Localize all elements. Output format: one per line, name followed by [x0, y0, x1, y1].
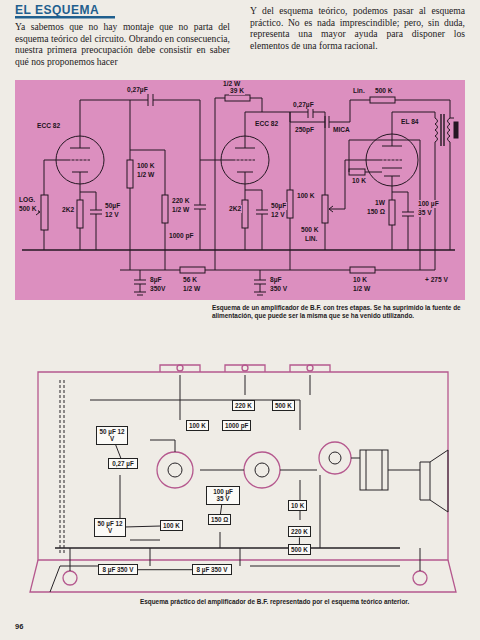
component-box: 220 K	[288, 526, 311, 537]
component-box: 500 K	[272, 400, 295, 411]
component-value: 1/2 W	[136, 171, 155, 179]
component-value: 0,27 µF	[111, 460, 135, 467]
component-value: 0,27µF	[292, 101, 315, 109]
page-heading: EL ESQUEMA	[15, 3, 99, 17]
component-value: 500 K	[300, 226, 320, 234]
component-box: 10 K	[288, 500, 307, 511]
component-value: 1W	[374, 199, 386, 207]
wire	[116, 445, 121, 458]
component-value: 1/2 W	[182, 285, 201, 293]
component-value: 50µF	[270, 202, 287, 210]
component-value: LIN.	[304, 235, 318, 243]
component-value: 500 K	[275, 402, 292, 409]
wire	[126, 526, 160, 528]
component-box: 150 Ω	[208, 514, 231, 525]
component-value: 150 Ω	[211, 516, 228, 523]
component-value: + 275 V	[424, 276, 449, 284]
component-value: 56 K	[182, 276, 198, 284]
wire	[299, 537, 300, 544]
component-box: 1000 pF	[222, 420, 251, 431]
component-value: 10 K	[351, 177, 367, 185]
component-value: 500 K	[374, 87, 394, 95]
component-value: 1000 pF	[168, 232, 195, 240]
component-value: Lin.	[352, 87, 366, 95]
figure-caption: Esquema de un amplificador de B.F. con t…	[212, 304, 465, 320]
component-value: 39 K	[229, 87, 245, 95]
component-box: 8 µF 350 V	[98, 564, 138, 575]
component-box: 100 µF 35 V	[206, 486, 240, 505]
component-value: EL 84	[400, 118, 419, 126]
component-value: 8 µF 350 V	[195, 566, 229, 573]
body-text: Ya sabemos que no hay montaje que no par…	[15, 21, 230, 67]
component-value: 12 V	[270, 211, 286, 219]
component-value: MICA	[332, 126, 351, 134]
component-value: 500 K	[18, 205, 38, 213]
component-value: 8 µF 350 V	[101, 566, 135, 573]
component-value: 1/2 W	[171, 206, 190, 214]
component-box: 50 µF 12 V	[94, 518, 126, 537]
body-text: Y del esquema teórico, podemos pasar al …	[250, 5, 465, 51]
component-value: 500 K	[291, 546, 308, 553]
component-value: 220 K	[291, 528, 308, 535]
component-value: 100 K	[163, 522, 180, 529]
component-value: 220 K	[235, 402, 252, 409]
component-value: 350V	[149, 285, 166, 293]
component-value: 2K2	[61, 206, 75, 214]
component-value: 150 Ω	[366, 208, 386, 216]
wire	[220, 505, 221, 514]
component-value: 2K2	[228, 205, 242, 213]
component-value: 350 V	[269, 285, 288, 293]
component-box: 100 K	[160, 520, 183, 531]
component-value: 250pF	[294, 126, 315, 134]
component-value: 100 K	[296, 192, 316, 200]
component-box: 8 µF 350 V	[192, 564, 232, 575]
component-value: 50µF	[104, 202, 121, 210]
component-value: 0,27µF	[126, 86, 149, 94]
component-value: ECC 82	[254, 120, 279, 128]
component-box: 0,27 µF	[108, 458, 138, 469]
component-value: 10 K	[352, 276, 368, 284]
component-value: 8µF	[149, 276, 163, 284]
component-box: 100 K	[186, 420, 209, 431]
component-value: 100 K	[189, 422, 206, 429]
component-value: 1000 pF	[225, 422, 248, 429]
component-box: 500 K	[288, 544, 311, 555]
page-number: 96	[15, 622, 23, 631]
component-value: 100 K	[136, 162, 156, 170]
component-value: LOG.	[18, 196, 36, 204]
wire	[138, 569, 192, 570]
component-box: 50 µF 12 V	[96, 426, 128, 445]
component-value: 1/2 W	[352, 285, 371, 293]
component-value: 50 µF 12 V	[99, 428, 125, 443]
component-box: 220 K	[232, 400, 255, 411]
component-value: 100 µF	[417, 200, 440, 208]
component-value: 100 µF 35 V	[209, 488, 237, 503]
component-value: ECC 82	[36, 122, 61, 130]
component-value: 50 µF 12 V	[97, 520, 123, 535]
component-value: 8µF	[269, 276, 283, 284]
component-value: 10 K	[291, 502, 304, 509]
figure-caption: Esquema práctico del amplificador de B.F…	[140, 598, 460, 606]
component-value: 220 K	[171, 197, 191, 205]
component-value: 12 V	[104, 211, 120, 219]
component-value: 35 V	[417, 209, 433, 217]
